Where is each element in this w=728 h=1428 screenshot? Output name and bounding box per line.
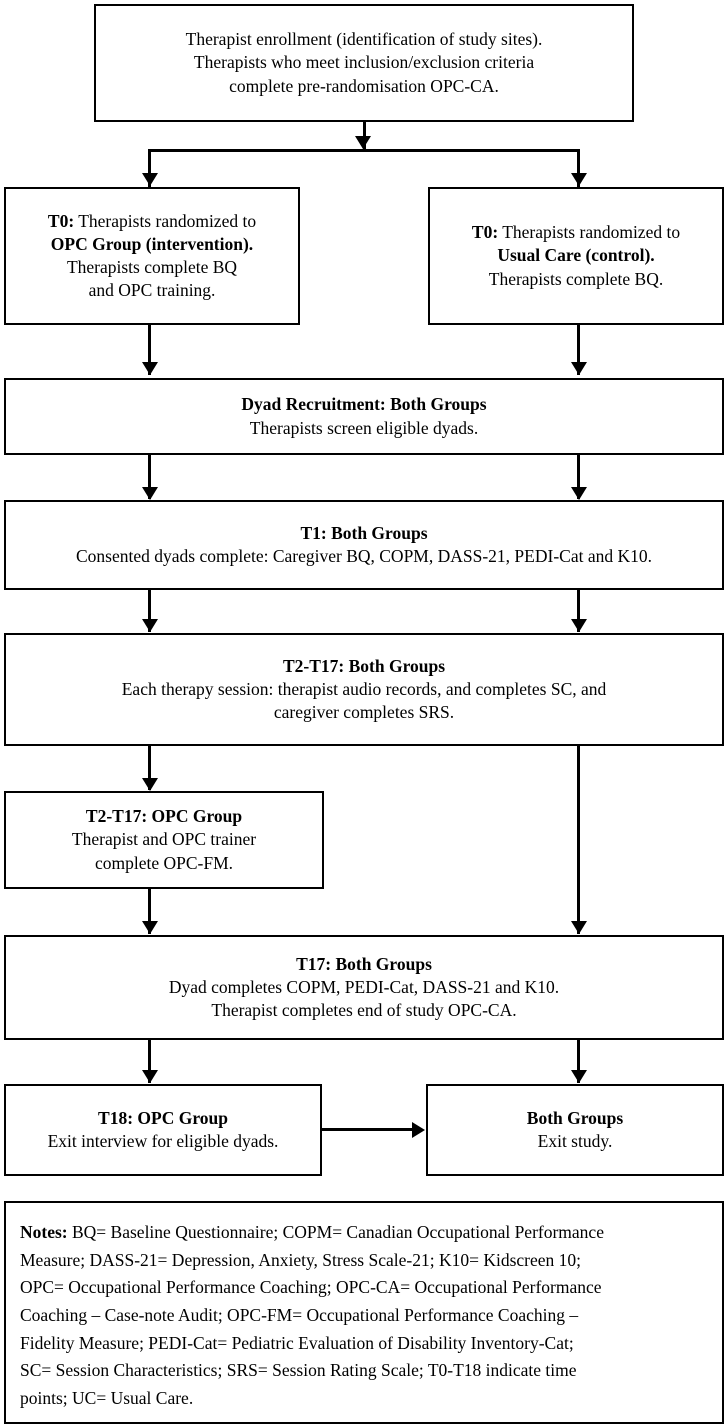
node-heading: T18: OPC Group [98,1107,228,1128]
arrowhead-opc-to-dyad [141,362,158,375]
arrowhead-t17-to-t18 [141,1070,158,1083]
node-line: Consented dyads complete: Caregiver BQ, … [76,546,652,566]
node-heading: Dyad Recruitment: Both Groups [241,394,487,415]
node-heading: T2-T17: OPC Group [85,806,243,827]
node-line: caregiver completes SRS. [273,702,455,723]
node-line: T0: Therapists randomized to [472,221,680,244]
notes-line-text: BQ= Baseline Questionnaire; COPM= Canadi… [67,1222,604,1242]
connector-opc-to-t17 [148,889,151,934]
arrowhead-dyad-to-t1-left [141,487,158,500]
node-line: T0: Therapists randomized to [48,210,256,233]
node-heading: T2-T17: Both Groups [283,655,445,678]
node-line-bold: T0: [47,210,75,231]
notes-line: Fidelity Measure; PEDI-Cat= Pediatric Ev… [20,1332,574,1353]
node-heading-bold: T2-T17 [282,655,339,676]
node-line: OPC Group (intervention). [50,233,254,254]
node-line-rest: Therapists randomized to [74,210,257,231]
node-both-groups-exit: Both Groups Exit study. [426,1084,724,1176]
arrowhead-split-right [570,173,587,186]
node-line: Exit interview for eligible dyads. [47,1131,279,1151]
connector-opc-to-dyad [148,325,151,375]
node-line: Dyad completes COPM, PEDI-Cat, DASS-21 a… [168,976,560,997]
notes-label: Notes: [20,1222,68,1242]
node-line: Therapist completes end of study OPC-CA. [211,1000,517,1021]
node-dyad-recruitment: Dyad Recruitment: Both Groups Therapists… [4,378,724,455]
node-line: Therapists complete BQ. [488,268,664,289]
node-t0-opc-group: T0: Therapists randomized to OPC Group (… [4,187,300,325]
node-heading: T1: Both Groups [300,522,428,543]
connector-t1-to-t2-right [577,590,580,632]
node-line: Each therapy session: therapist audio re… [121,678,607,699]
node-t1-both-groups: T1: Both Groups Consented dyads complete… [4,500,724,590]
connector-dyad-to-t1-right [577,455,580,499]
notes-line: SC= Session Characteristics; SRS= Sessio… [20,1360,577,1381]
connector-split-left [148,149,151,187]
notes-box: Notes: BQ= Baseline Questionnaire; COPM=… [4,1201,724,1424]
arrowhead-split-left [141,173,158,186]
node-heading-rest: : Both Groups [338,655,446,676]
connector-t18-to-both-exit [322,1128,414,1131]
node-line: complete OPC-FM. [94,852,234,873]
arrowhead-t2-to-opc [141,778,158,791]
node-line-bold: T0: [471,222,499,243]
connector-split-right [577,149,580,187]
connector-t2-to-t17-right [577,746,580,934]
arrowhead-t1-to-t2-left [141,619,158,632]
connector-t2-to-opc [148,746,151,790]
node-t2-t17-opc-group: T2-T17: OPC Group Therapist and OPC trai… [4,791,324,889]
node-therapist-enrollment: Therapist enrollment (identification of … [94,4,634,122]
node-t2-t17-both-groups: T2-T17: Both Groups Each therapy session… [4,633,724,746]
node-line: Therapists screen eligible dyads. [249,417,479,438]
arrowhead-uc-to-dyad [570,362,587,375]
node-line: Therapist enrollment (identification of … [185,29,543,50]
node-line: and OPC training. [88,280,216,301]
connector-t1-to-t2-left [148,590,151,632]
node-t0-usual-care: T0: Therapists randomized to Usual Care … [428,187,724,325]
node-line: Therapists who meet inclusion/exclusion … [193,52,535,73]
node-line: Therapists complete BQ [66,257,238,277]
arrowhead-enrollment-down [355,136,371,149]
arrowhead-opc-to-t17 [141,921,158,934]
connector-split-bar [148,149,580,152]
node-line: Usual Care (control). [497,245,655,266]
node-line-rest: Therapists randomized to [498,222,681,243]
notes-line: OPC= Occupational Performance Coaching; … [20,1277,602,1298]
notes-line: points; UC= Usual Care. [20,1387,194,1408]
node-line: complete pre-randomisation OPC-CA. [229,75,499,96]
node-line: Therapist and OPC trainer [71,829,257,850]
node-t17-both-groups: T17: Both Groups Dyad completes COPM, PE… [4,935,724,1040]
connector-t17-to-t18 [148,1040,151,1083]
connector-t17-to-both-exit [577,1040,580,1083]
arrowhead-t2-to-t17-right [570,921,587,934]
node-line: Exit study. [537,1131,613,1151]
arrowhead-t17-to-both-exit [570,1070,587,1083]
arrowhead-t1-to-t2-right [570,619,587,632]
notes-line: Measure; DASS-21= Depression, Anxiety, S… [20,1249,582,1270]
node-t18-opc-group: T18: OPC Group Exit interview for eligib… [4,1084,322,1176]
connector-uc-to-dyad [577,325,580,375]
connector-dyad-to-t1-left [148,455,151,499]
arrowhead-t18-to-both-exit [412,1121,425,1138]
notes-line: Coaching – Case-note Audit; OPC-FM= Occu… [20,1304,579,1325]
node-heading: T17: Both Groups [296,953,432,974]
arrowhead-dyad-to-t1-right [570,487,587,500]
node-heading: Both Groups [526,1107,624,1128]
notes-line: Notes: BQ= Baseline Questionnaire; COPM=… [20,1219,708,1247]
